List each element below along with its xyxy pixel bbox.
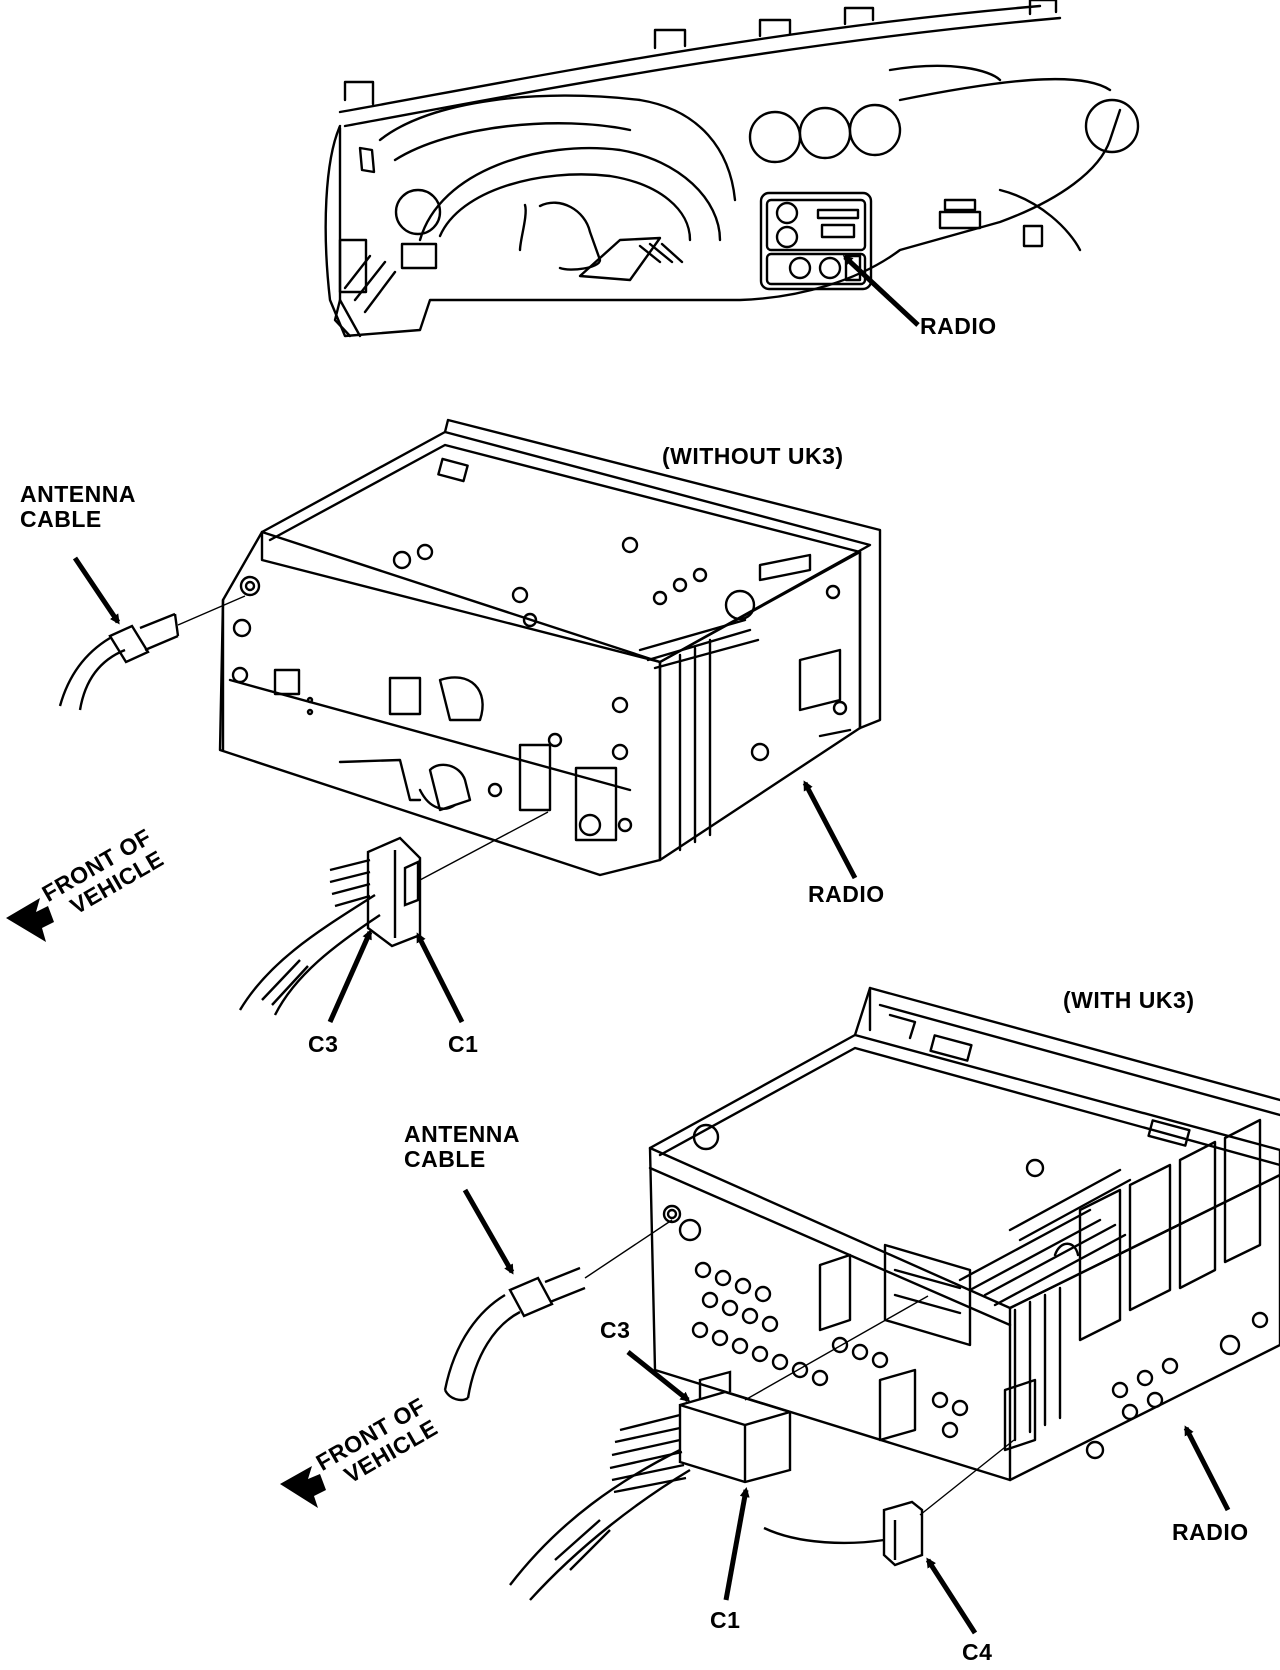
c3-label-with-uk3: C3 [600, 1317, 631, 1343]
radio-arrow-without-uk3 [805, 780, 855, 878]
radio-arrow-with-uk3 [1186, 1425, 1228, 1510]
antenna-cable-arrow-without-uk3 [75, 558, 118, 625]
antenna-cable-label-without-uk3: ANTENNA CABLE [20, 482, 136, 532]
antenna-cable-with-uk3 [445, 1220, 672, 1400]
dash-radio-arrow [842, 254, 918, 325]
connector-c1-c3-with-uk3 [510, 1296, 928, 1600]
c4-label: C4 [962, 1639, 993, 1665]
c3-arrow-without-uk3 [330, 929, 370, 1022]
antenna-cable-label-line2: CABLE [20, 505, 102, 532]
without-uk3-title: (WITHOUT UK3) [662, 443, 844, 469]
antenna-cable-label-line2: CABLE [404, 1145, 486, 1172]
c4-arrow [928, 1557, 975, 1633]
antenna-cable-label-line1: ANTENNA [404, 1121, 520, 1147]
radio-without-uk3-illustration [220, 420, 880, 875]
antenna-cable-arrow-with-uk3 [465, 1190, 512, 1275]
c1-label-with-uk3: C1 [710, 1607, 741, 1633]
c1-arrow-without-uk3 [418, 932, 462, 1022]
radio-label-with-uk3: RADIO [1172, 1519, 1249, 1545]
c1-arrow-with-uk3 [726, 1487, 750, 1600]
antenna-cable-label-line1: ANTENNA [20, 481, 136, 507]
dash-radio-label: RADIO [920, 313, 997, 339]
front-arrow-without-uk3 [6, 898, 54, 942]
front-arrow-with-uk3 [280, 1466, 326, 1508]
c3-arrow-with-uk3 [628, 1352, 691, 1400]
dashboard-illustration [326, 0, 1138, 336]
antenna-cable-without-uk3 [60, 596, 245, 710]
with-uk3-title: (WITH UK3) [1063, 987, 1195, 1013]
c1-label-without-uk3: C1 [448, 1031, 479, 1057]
radio-with-uk3-illustration [650, 988, 1280, 1480]
connector-c4 [764, 1440, 1014, 1565]
antenna-cable-label-with-uk3: ANTENNA CABLE [404, 1122, 520, 1172]
radio-label-without-uk3: RADIO [808, 881, 885, 907]
c3-label-without-uk3: C3 [308, 1031, 339, 1057]
